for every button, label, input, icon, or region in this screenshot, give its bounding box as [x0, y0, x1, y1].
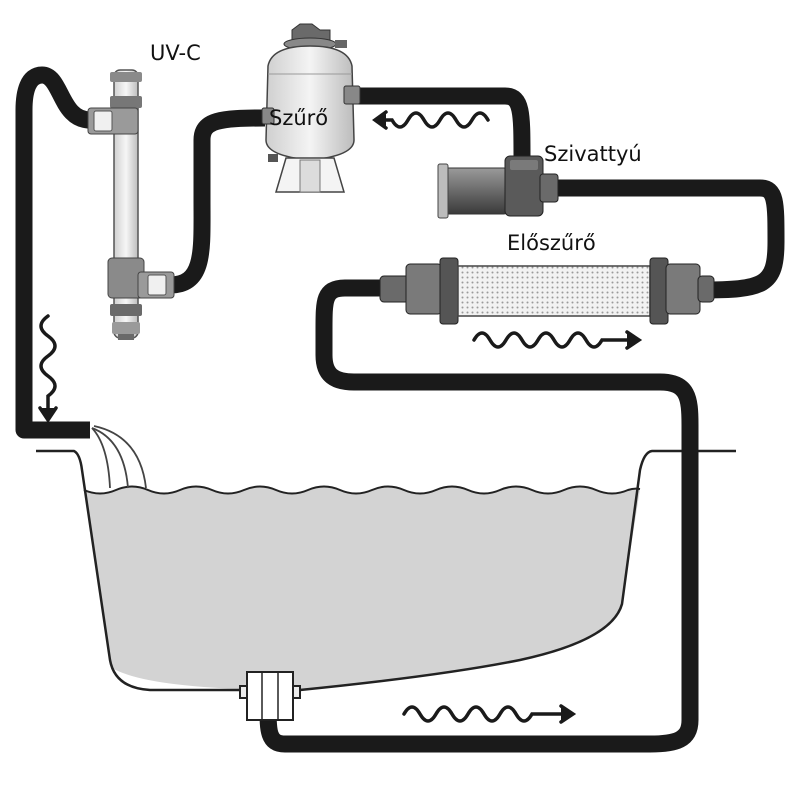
uvc-to-filter-pipe — [169, 109, 266, 294]
filter-to-pump-pipe — [355, 87, 531, 161]
pump — [437, 155, 559, 219]
pipes — [15, 66, 785, 753]
uvc-unit — [87, 69, 175, 340]
pool-drain — [239, 671, 301, 721]
prefilter-to-drain-pipe — [259, 279, 699, 753]
pool — [36, 425, 736, 692]
pump-to-prefilter-pipe — [540, 179, 785, 299]
label-filter: Szűrő — [269, 106, 328, 130]
pool-shell-outline — [36, 449, 736, 692]
flow-arrow-drain — [402, 704, 577, 724]
label-prefilter: Előszűrő — [507, 231, 596, 255]
flow-arrow-to-filter — [372, 110, 490, 130]
return-water-jet — [91, 425, 147, 489]
flow-arrow-down-return — [38, 314, 58, 424]
label-uvc: UV-C — [150, 41, 201, 65]
label-pump: Szivattyú — [544, 142, 642, 166]
prefilter — [379, 257, 715, 325]
pool-water — [84, 486, 640, 690]
pool-water-surface — [83, 485, 641, 495]
sand-filter — [261, 23, 361, 193]
flow-arrow-prefilter — [472, 330, 643, 350]
flow-arrows — [38, 110, 643, 724]
return-pipe — [15, 66, 93, 439]
